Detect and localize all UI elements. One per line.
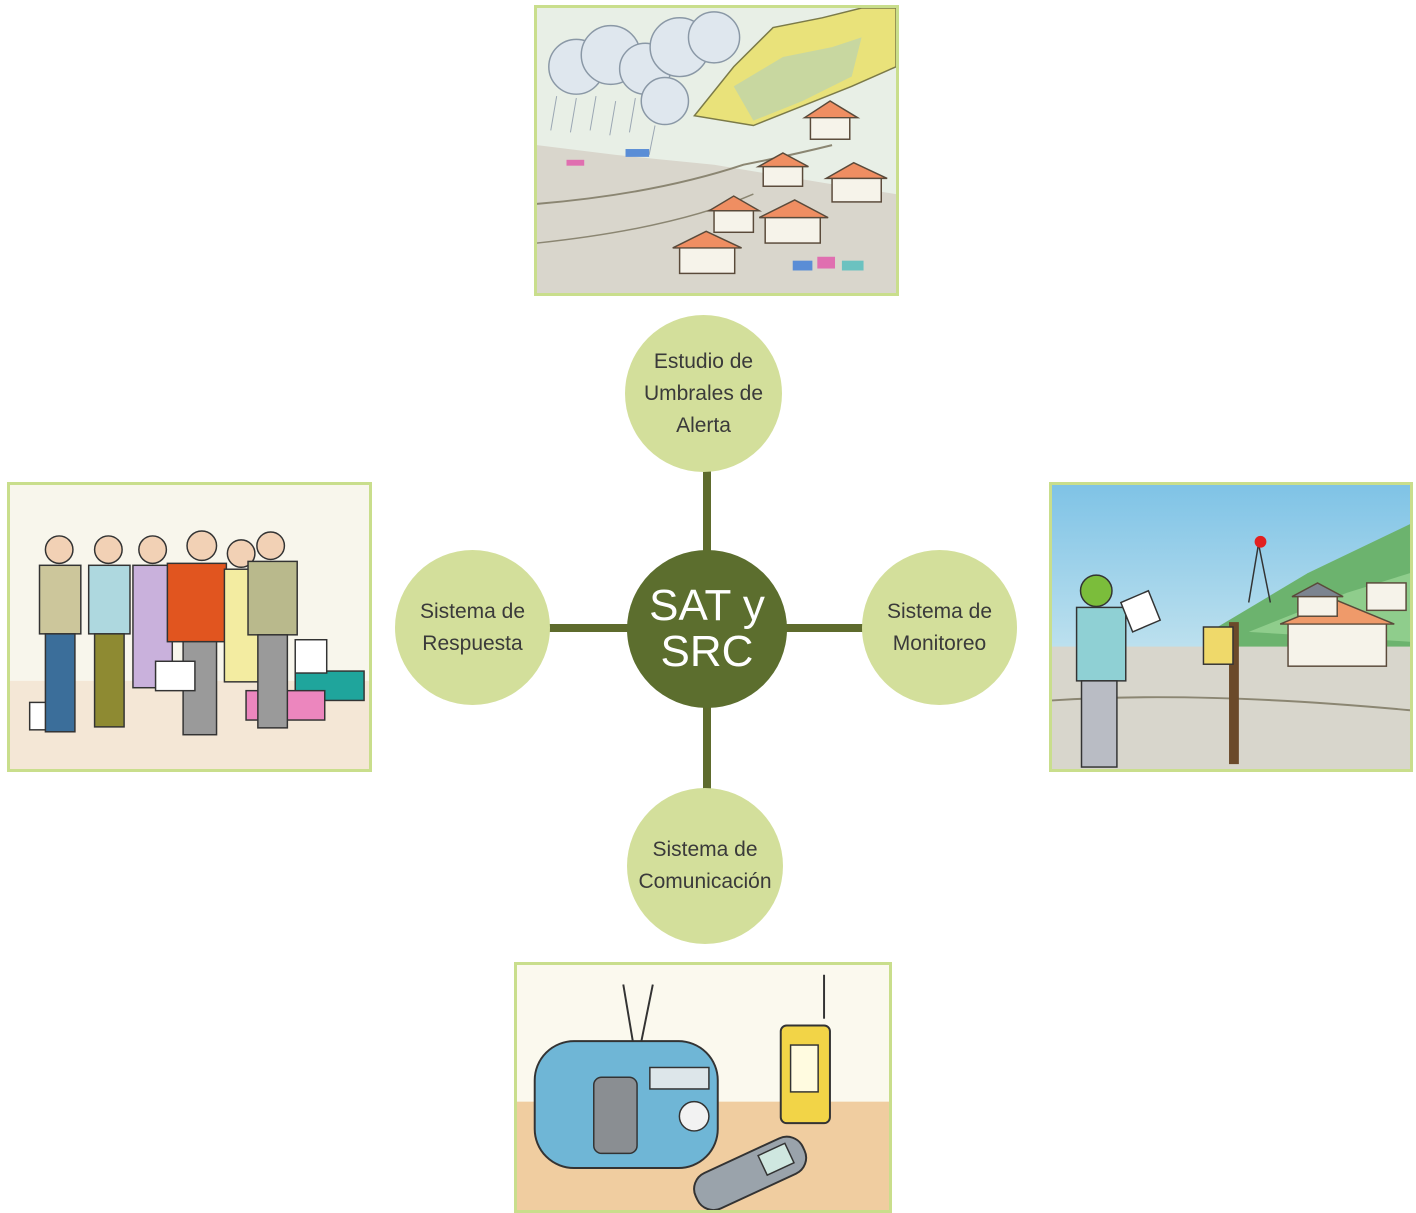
node-umbrales: Estudio de Umbrales de Alerta (625, 315, 782, 472)
node-respuesta-label: Sistema de Respuesta (419, 599, 526, 655)
communication-devices-illustration (514, 962, 892, 1213)
node-monitoreo: Sistema de Monitoreo (862, 550, 1017, 705)
connector-top (703, 470, 711, 570)
node-monitoreo-label: Sistema de Monitoreo (886, 599, 993, 655)
connector-bottom (703, 690, 711, 795)
center-node-label: SAT y SRC (649, 581, 765, 676)
community-group-illustration (7, 482, 372, 772)
node-respuesta: Sistema de Respuesta (395, 550, 550, 705)
node-umbrales-label: Estudio de Umbrales de Alerta (643, 349, 764, 437)
connector-left (540, 624, 640, 632)
landslide-village-illustration (534, 5, 899, 296)
node-comunicacion: Sistema de Comunicación (627, 788, 783, 944)
monitoring-station-illustration (1049, 482, 1413, 772)
connector-right (775, 624, 870, 632)
node-comunicacion-label: Sistema de Comunicación (638, 838, 772, 893)
center-node: SAT y SRC (627, 550, 787, 708)
